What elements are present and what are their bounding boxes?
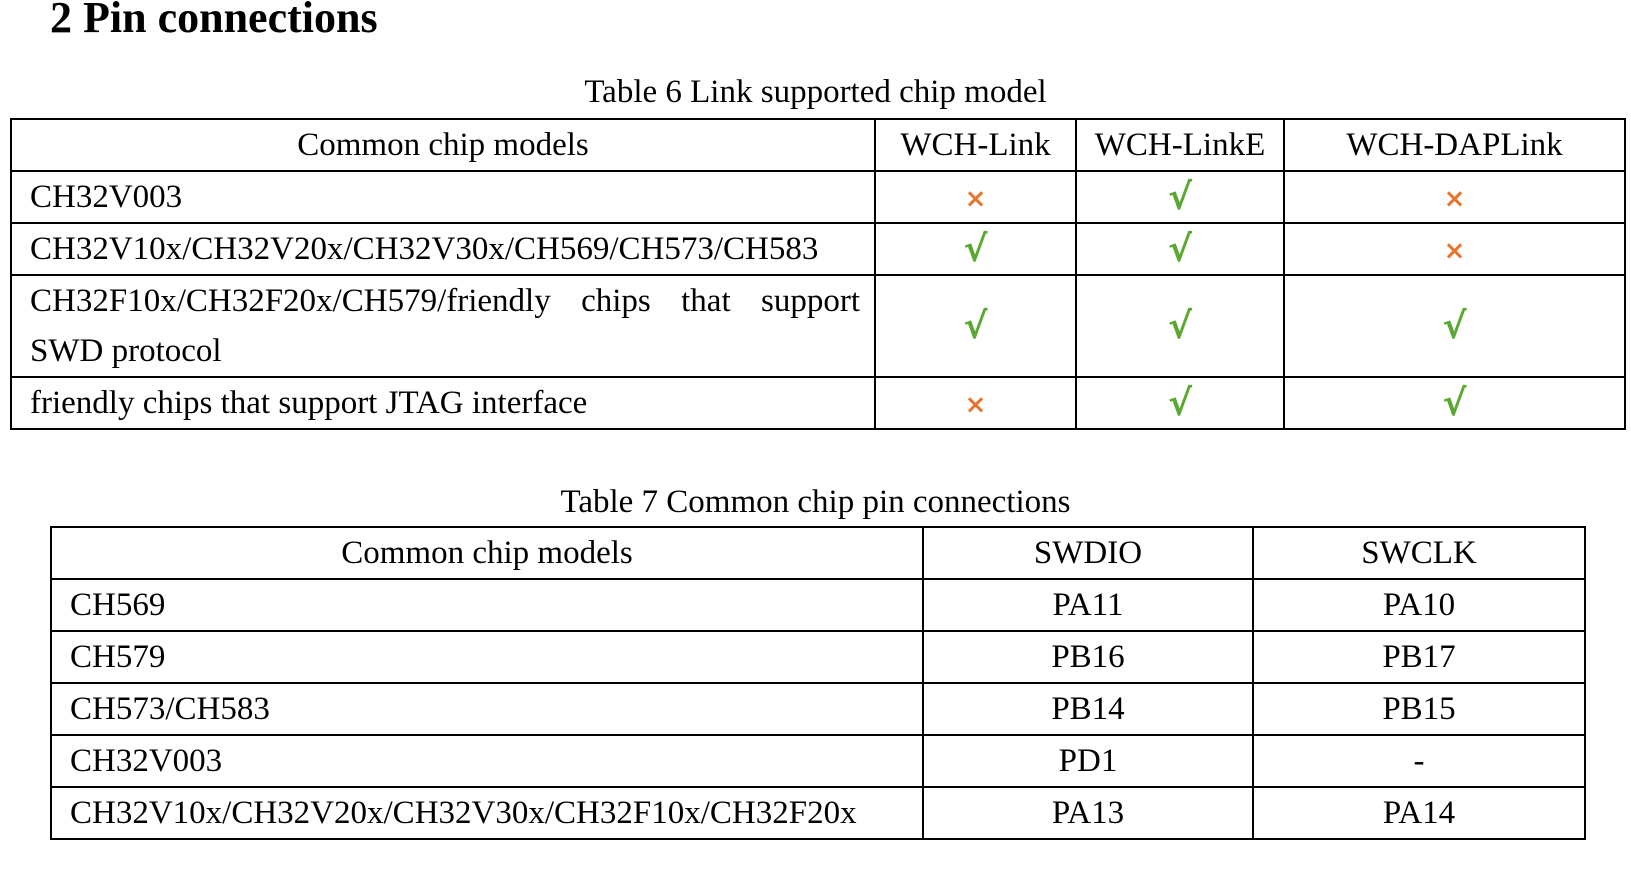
check-icon: √: [1167, 176, 1192, 218]
support-cell: √: [874, 222, 1077, 276]
support-cell: √: [874, 274, 1077, 378]
swclk-cell: PB17: [1252, 630, 1586, 684]
table-row: friendly chips that support JTAG interfa…: [10, 376, 1626, 430]
check-icon: √: [1167, 228, 1192, 270]
chip-model-cell: CH32V10x/CH32V20x/CH32V30x/CH32F10x/CH32…: [50, 786, 924, 840]
chip-model-cell: friendly chips that support JTAG interfa…: [10, 376, 876, 430]
swdio-cell: PA11: [922, 578, 1254, 632]
support-cell: ×: [874, 170, 1077, 224]
swdio-cell: PD1: [922, 734, 1254, 788]
support-cell: √: [1283, 376, 1626, 430]
header-wch-link: WCH-Link: [874, 118, 1077, 172]
check-icon: √: [1442, 382, 1467, 424]
header-wch-daplink: WCH-DAPLink: [1283, 118, 1626, 172]
table-7-caption: Table 7 Common chip pin connections: [560, 484, 1071, 520]
table-row: CH32V10x/CH32V20x/CH32V30x/CH32F10x/CH32…: [50, 786, 1586, 840]
check-icon: √: [1442, 305, 1467, 347]
section-heading: 2 Pin connections: [50, 0, 378, 42]
cross-icon: ×: [1443, 183, 1466, 214]
check-icon: √: [963, 228, 988, 270]
chip-model-cell: CH32V003: [50, 734, 924, 788]
header-wch-linke: WCH-LinkE: [1075, 118, 1285, 172]
cross-icon: ×: [964, 183, 987, 214]
swclk-cell: PA10: [1252, 578, 1586, 632]
table-6-caption: Table 6 Link supported chip model: [584, 74, 1047, 110]
cross-icon: ×: [1443, 235, 1466, 266]
swclk-cell: PB15: [1252, 682, 1586, 736]
support-cell: ×: [1283, 222, 1626, 276]
table-row: CH573/CH583 PB14 PB15: [50, 682, 1586, 736]
chip-model-cell: CH32V003: [10, 170, 876, 224]
header-swdio: SWDIO: [922, 526, 1254, 580]
support-cell: √: [1075, 376, 1285, 430]
support-cell: √: [1075, 170, 1285, 224]
check-icon: √: [963, 305, 988, 347]
table-row: CH579 PB16 PB17: [50, 630, 1586, 684]
check-icon: √: [1167, 382, 1192, 424]
pin-connections-table: Common chip models SWDIO SWCLK CH569 PA1…: [50, 526, 1586, 840]
support-cell: √: [1283, 274, 1626, 378]
swclk-cell: -: [1252, 734, 1586, 788]
chip-model-cell: CH579: [50, 630, 924, 684]
table-row: CH569 PA11 PA10: [50, 578, 1586, 632]
support-cell: ×: [874, 376, 1077, 430]
swdio-cell: PA13: [922, 786, 1254, 840]
support-cell: ×: [1283, 170, 1626, 224]
chip-model-cell: CH32V10x/CH32V20x/CH32V30x/CH569/CH573/C…: [10, 222, 876, 276]
check-icon: √: [1167, 305, 1192, 347]
swdio-cell: PB16: [922, 630, 1254, 684]
header-common-chip-models: Common chip models: [10, 118, 876, 172]
swclk-cell: PA14: [1252, 786, 1586, 840]
support-cell: √: [1075, 274, 1285, 378]
chip-model-cell: CH573/CH583: [50, 682, 924, 736]
table-header-row: Common chip models SWDIO SWCLK: [50, 526, 1586, 580]
chip-model-cell: CH569: [50, 578, 924, 632]
link-support-table: Common chip models WCH-Link WCH-LinkE WC…: [10, 118, 1626, 430]
chip-model-cell: CH32F10x/CH32F20x/CH579/friendly chips t…: [10, 274, 876, 378]
support-cell: √: [1075, 222, 1285, 276]
header-common-chip-models: Common chip models: [50, 526, 924, 580]
table-row: CH32V003 PD1 -: [50, 734, 1586, 788]
table-row: CH32F10x/CH32F20x/CH579/friendly chips t…: [10, 274, 1626, 378]
swdio-cell: PB14: [922, 682, 1254, 736]
cross-icon: ×: [964, 389, 987, 420]
table-row: CH32V003 × √ ×: [10, 170, 1626, 224]
table-row: CH32V10x/CH32V20x/CH32V30x/CH569/CH573/C…: [10, 222, 1626, 276]
table-header-row: Common chip models WCH-Link WCH-LinkE WC…: [10, 118, 1626, 172]
header-swclk: SWCLK: [1252, 526, 1586, 580]
